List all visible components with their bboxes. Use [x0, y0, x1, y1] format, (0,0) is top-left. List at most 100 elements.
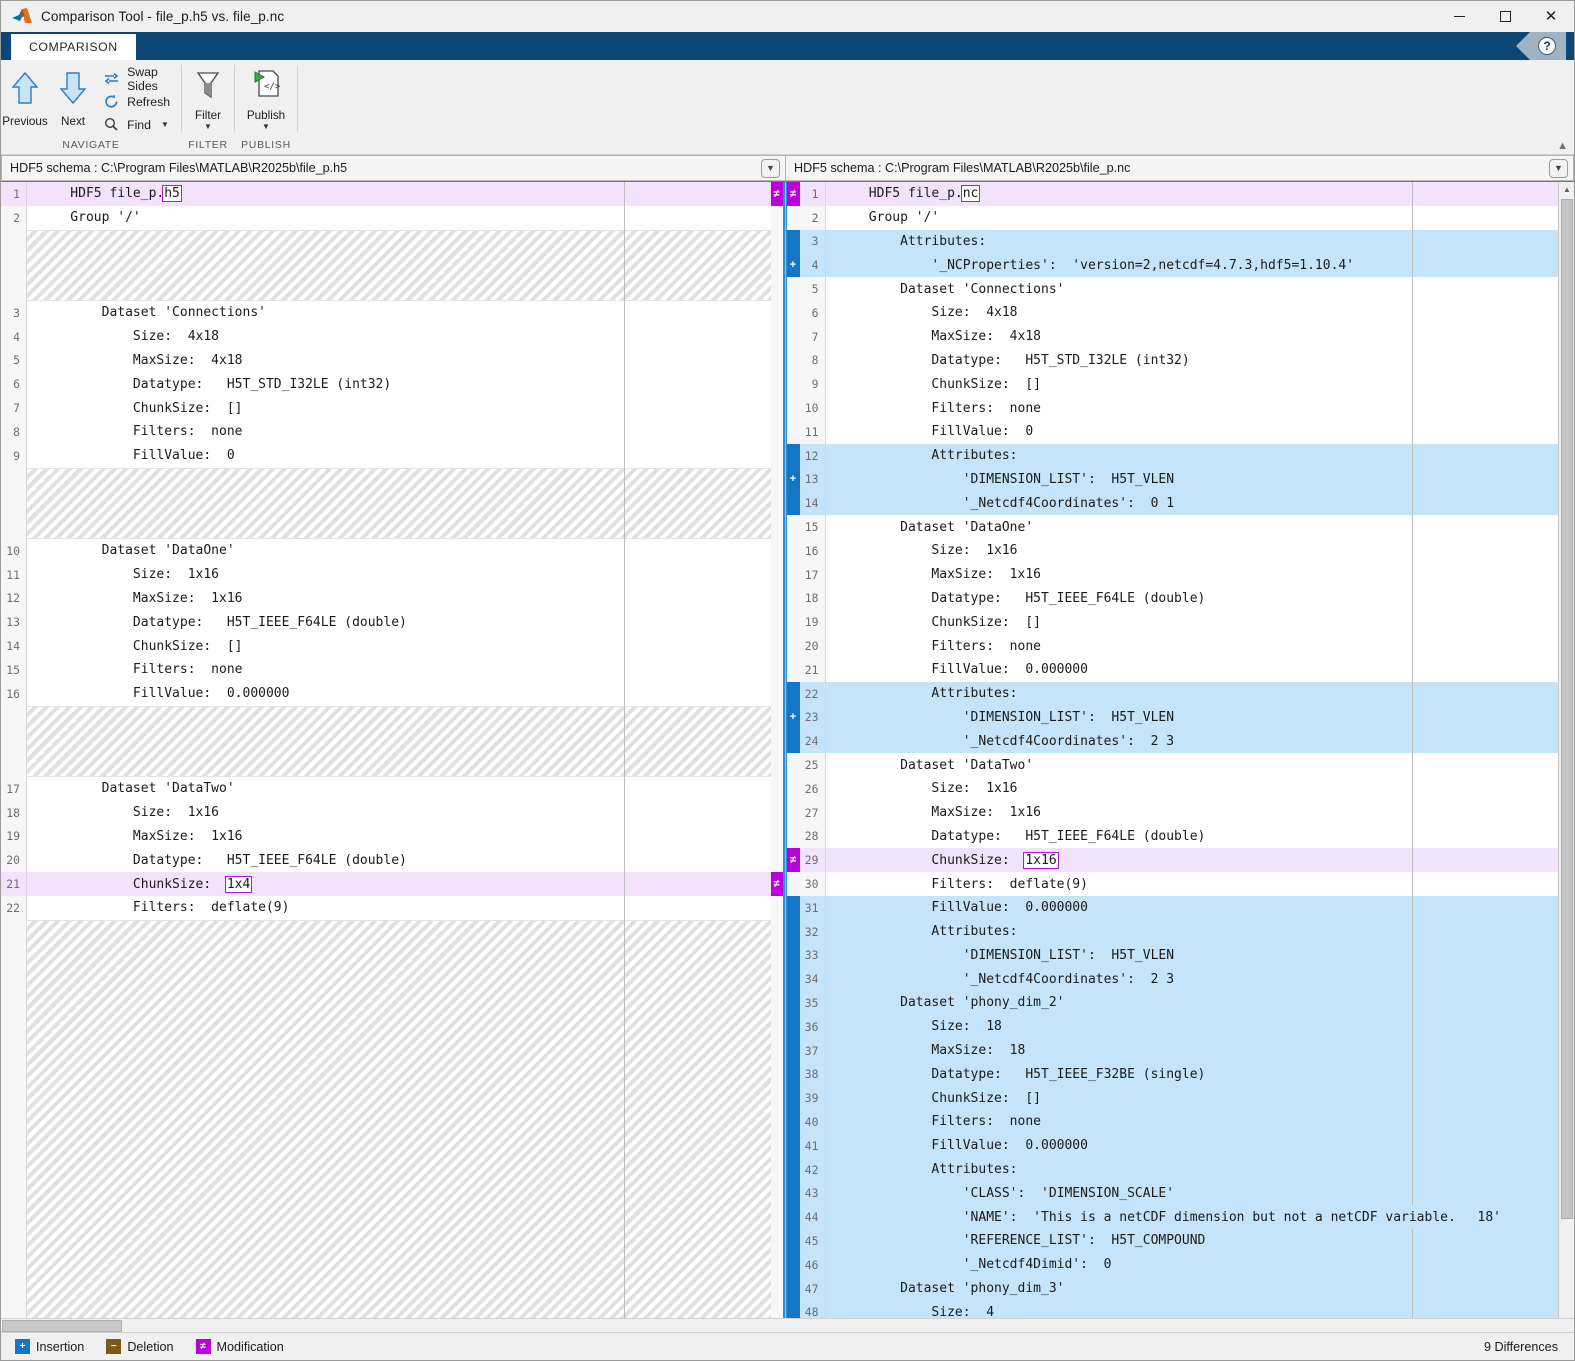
vertical-scrollbar[interactable]: ▲: [1558, 182, 1574, 1318]
publish-chevron-down-icon[interactable]: ▼: [262, 122, 270, 131]
diff-line[interactable]: '_Netcdf4Coordinates': 2 3: [825, 967, 1558, 992]
diff-line[interactable]: Size: 4: [825, 1300, 1558, 1318]
diff-line[interactable]: Attributes:: [825, 443, 1558, 468]
modification-marker-icon[interactable]: ≠: [786, 182, 800, 206]
diff-line[interactable]: Attributes:: [825, 919, 1558, 944]
diff-line[interactable]: Filters: none: [27, 658, 771, 682]
diff-line[interactable]: Dataset 'DataTwo': [27, 777, 771, 801]
diff-line[interactable]: 'REFERENCE_LIST': H5T_COMPOUND: [825, 1229, 1558, 1253]
diff-line[interactable]: FillValue: 0.000000: [825, 895, 1558, 920]
diff-line[interactable]: Attributes:: [825, 681, 1558, 706]
diff-line[interactable]: Dataset 'Connections': [826, 277, 1559, 301]
diff-line[interactable]: FillValue: 0.000000: [27, 682, 771, 706]
diff-line[interactable]: MaxSize: 4x18: [826, 325, 1559, 349]
find-button[interactable]: Find ▼: [99, 113, 181, 136]
diff-line[interactable]: 'DIMENSION_LIST': H5T_VLEN: [825, 705, 1558, 730]
diff-line[interactable]: Filters: none: [826, 396, 1559, 420]
diff-line[interactable]: Size: 4x18: [27, 325, 771, 349]
diff-line[interactable]: Datatype: H5T_IEEE_F64LE (double): [27, 610, 771, 634]
diff-line[interactable]: ChunkSize: []: [27, 634, 771, 658]
left-hscroll-thumb[interactable]: [2, 1320, 122, 1332]
modification-marker-icon[interactable]: ≠: [770, 872, 783, 896]
refresh-button[interactable]: Refresh: [99, 90, 181, 113]
diff-line[interactable]: Dataset 'phony_dim_2': [825, 991, 1558, 1015]
diff-line[interactable]: '_Netcdf4Dimid': 0: [825, 1252, 1558, 1277]
right-change-gutter[interactable]: ≠ + + + ≠: [785, 182, 800, 1318]
diff-line[interactable]: Filters: none: [27, 420, 771, 444]
diff-line[interactable]: ChunkSize: []: [27, 396, 771, 420]
modification-marker-icon[interactable]: ≠: [770, 182, 783, 206]
left-diff-text[interactable]: HDF5 file_p.h5 Group '/' Dataset 'Connec…: [27, 182, 771, 1318]
left-change-gutter[interactable]: ≠≠: [770, 182, 785, 1318]
diff-line[interactable]: ChunkSize: []: [826, 610, 1559, 634]
collapse-ribbon-icon[interactable]: ▲: [1557, 140, 1568, 152]
diff-line[interactable]: ChunkSize: []: [825, 1086, 1558, 1111]
diff-line[interactable]: 'DIMENSION_LIST': H5T_VLEN: [825, 943, 1558, 968]
diff-line[interactable]: Datatype: H5T_IEEE_F64LE (double): [27, 848, 771, 872]
next-button[interactable]: Next: [49, 66, 97, 128]
diff-line[interactable]: Dataset 'Connections': [27, 301, 771, 325]
diff-line[interactable]: Datatype: H5T_IEEE_F64LE (double): [826, 825, 1559, 849]
diff-line[interactable]: FillValue: 0.000000: [826, 658, 1559, 682]
diff-line[interactable]: Size: 1x16: [27, 563, 771, 587]
diff-line[interactable]: Datatype: H5T_STD_I32LE (int32): [826, 349, 1559, 373]
diff-line[interactable]: Filters: none: [825, 1110, 1558, 1134]
diff-line[interactable]: MaxSize: 1x16: [826, 801, 1559, 825]
diff-line[interactable]: ChunkSize: []: [826, 372, 1559, 396]
publish-button[interactable]: </> Publish ▼: [237, 66, 295, 131]
previous-button[interactable]: Previous: [1, 66, 49, 128]
horizontal-scrollbar-strip[interactable]: [1, 1318, 1574, 1332]
diff-line[interactable]: '_Netcdf4Coordinates': 0 1: [825, 491, 1558, 516]
minimize-button[interactable]: [1436, 1, 1482, 32]
filter-button[interactable]: Filter ▼: [182, 66, 234, 131]
diff-line[interactable]: Datatype: H5T_IEEE_F64LE (double): [826, 587, 1559, 611]
diff-line[interactable]: Dataset 'DataOne': [27, 539, 771, 563]
insertion-marker-icon[interactable]: +: [786, 705, 800, 730]
diff-line[interactable]: ChunkSize: 1x16: [825, 848, 1558, 873]
diff-line[interactable]: MaxSize: 4x18: [27, 349, 771, 373]
right-diff-text[interactable]: HDF5 file_p.nc Group '/' Attributes: '_N…: [825, 182, 1559, 1318]
diff-line[interactable]: Attributes:: [825, 1157, 1558, 1182]
help-icon[interactable]: ?: [1538, 37, 1556, 55]
diff-line[interactable]: 'DIMENSION_LIST': H5T_VLEN: [825, 467, 1558, 492]
diff-line[interactable]: Size: 18: [825, 1014, 1558, 1039]
scroll-up-arrow-icon[interactable]: ▲: [1559, 182, 1574, 197]
insertion-marker-icon[interactable]: +: [786, 253, 800, 278]
diff-line[interactable]: FillValue: 0.000000: [825, 1133, 1558, 1158]
diff-line[interactable]: Group '/': [27, 206, 771, 230]
left-pane-chevron-down-icon[interactable]: ▼: [761, 158, 780, 178]
diff-line[interactable]: Size: 1x16: [27, 801, 771, 825]
diff-line[interactable]: 'NAME': 'This is a netCDF dimension but …: [825, 1205, 1558, 1230]
diff-line[interactable]: MaxSize: 1x16: [826, 563, 1559, 587]
right-pane-chevron-down-icon[interactable]: ▼: [1549, 158, 1568, 178]
diff-line[interactable]: Datatype: H5T_STD_I32LE (int32): [27, 372, 771, 396]
modification-marker-icon[interactable]: ≠: [786, 848, 800, 873]
diff-line[interactable]: Attributes:: [825, 229, 1558, 254]
swap-sides-button[interactable]: Swap Sides: [99, 65, 181, 93]
diff-line[interactable]: MaxSize: 1x16: [27, 825, 771, 849]
diff-line[interactable]: Dataset 'DataTwo': [826, 753, 1559, 777]
diff-line[interactable]: FillValue: 0: [27, 444, 771, 468]
diff-line[interactable]: FillValue: 0: [826, 420, 1559, 444]
close-button[interactable]: ✕: [1544, 8, 1558, 25]
diff-line[interactable]: Size: 1x16: [826, 539, 1559, 563]
diff-line[interactable]: Group '/': [826, 206, 1559, 230]
diff-line[interactable]: Filters: none: [826, 634, 1559, 658]
diff-line[interactable]: HDF5 file_p.nc: [825, 182, 1558, 206]
diff-line[interactable]: Filters: deflate(9): [27, 896, 771, 920]
diff-line[interactable]: Filters: deflate(9): [826, 872, 1559, 896]
diff-line[interactable]: Size: 1x16: [826, 777, 1559, 801]
scrollbar-thumb[interactable]: [1561, 199, 1573, 1219]
diff-line[interactable]: 'CLASS': 'DIMENSION_SCALE': [825, 1181, 1558, 1206]
tab-comparison[interactable]: COMPARISON: [11, 34, 136, 60]
diff-line[interactable]: '_NCProperties': 'version=2,netcdf=4.7.3…: [825, 253, 1558, 278]
diff-line[interactable]: MaxSize: 1x16: [27, 587, 771, 611]
filter-chevron-down-icon[interactable]: ▼: [204, 122, 212, 131]
diff-line[interactable]: ChunkSize: 1x4: [27, 872, 771, 896]
diff-line[interactable]: '_Netcdf4Coordinates': 2 3: [825, 729, 1558, 754]
insertion-marker-icon[interactable]: +: [786, 467, 800, 492]
diff-line[interactable]: HDF5 file_p.h5: [27, 182, 771, 206]
diff-line[interactable]: MaxSize: 18: [825, 1038, 1558, 1063]
